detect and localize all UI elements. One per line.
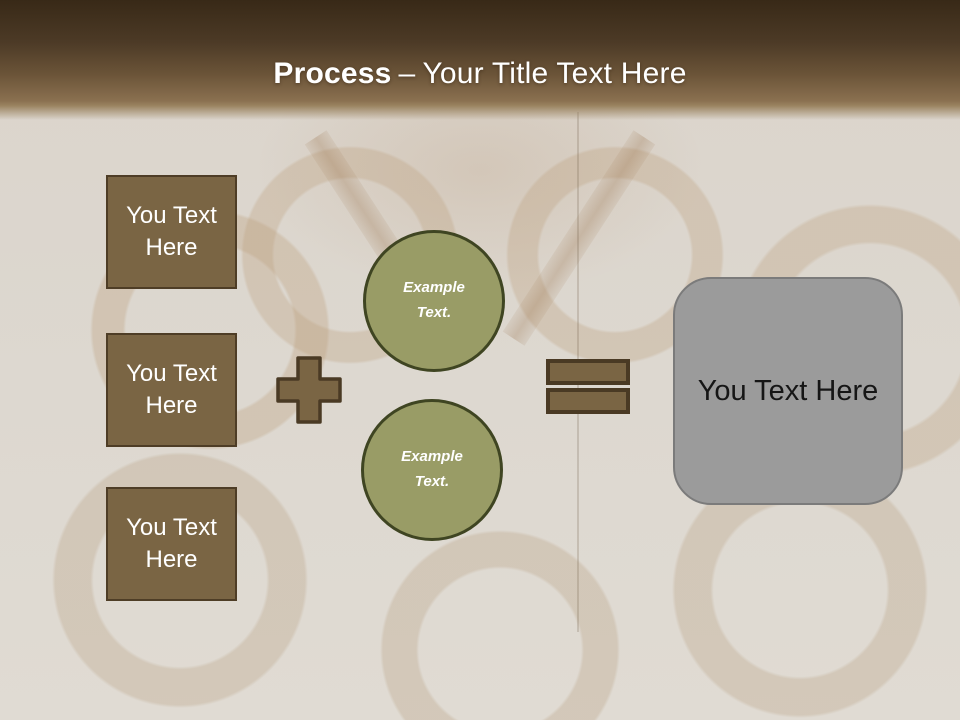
slide-title-keyword: Process: [273, 57, 392, 90]
carving-chevron-right: [502, 130, 656, 346]
slide-title[interactable]: Process–Your Title Text Here: [0, 57, 960, 91]
process-box-1-label: You Text Here: [126, 202, 217, 261]
result-box[interactable]: You Text Here: [673, 277, 903, 505]
slide-title-subtitle: Your Title Text Here: [422, 57, 687, 90]
equals-icon: [546, 359, 630, 414]
process-box-3-label: You Text Here: [126, 514, 217, 573]
example-circle-2[interactable]: Example Text.: [361, 399, 503, 541]
title-banner: [0, 0, 960, 120]
process-box-3[interactable]: You Text Here: [106, 487, 237, 601]
example-circle-1-label: Example Text.: [403, 279, 465, 321]
example-circle-2-label: Example Text.: [401, 448, 463, 490]
plus-icon: [276, 356, 342, 424]
process-box-1[interactable]: You Text Here: [106, 175, 237, 289]
process-box-2[interactable]: You Text Here: [106, 333, 237, 447]
example-circle-1[interactable]: Example Text.: [363, 230, 505, 372]
slide-title-dash: –: [398, 57, 416, 90]
result-box-label: You Text Here: [697, 374, 879, 407]
process-box-2-label: You Text Here: [126, 360, 217, 419]
